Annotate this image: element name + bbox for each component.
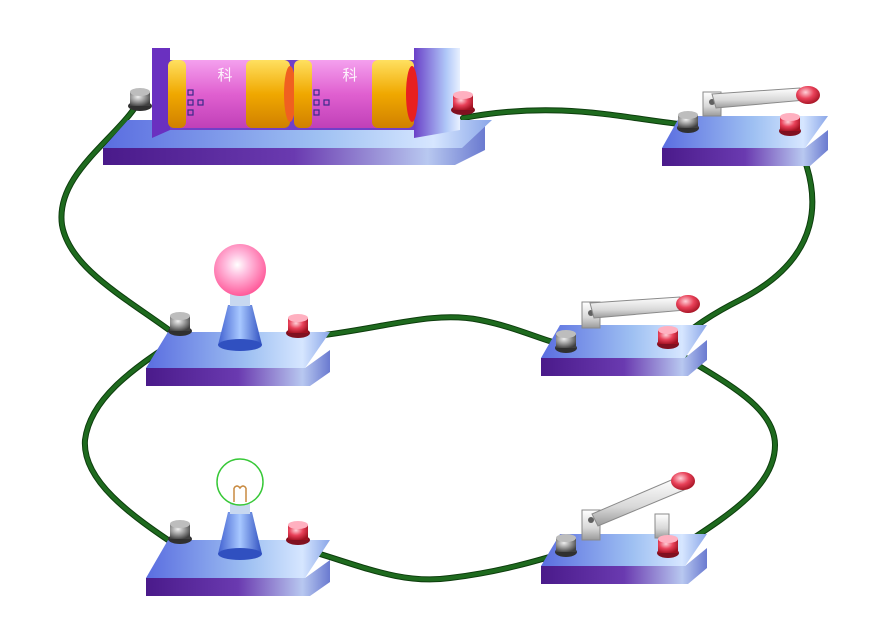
bulb-top-glass-lit (214, 244, 266, 296)
switch-top-blade[interactable] (711, 87, 807, 109)
bulb-top-right-terminal[interactable] (286, 314, 310, 338)
battery-negative-terminal[interactable] (128, 88, 152, 111)
bulb-top-socket (218, 292, 262, 351)
switch-bottom-right-terminal[interactable] (657, 535, 679, 558)
battery-cell-right-label: 科 (342, 66, 357, 84)
battery-cell-right: 科 (294, 60, 418, 128)
bulb-bottom-glass-unlit (216, 458, 264, 506)
cell-markings (313, 89, 330, 116)
switch-bottom-handle[interactable] (671, 472, 695, 490)
battery-cell-left-label: 科 (217, 66, 232, 84)
wires (58, 100, 816, 583)
battery-positive-terminal[interactable] (451, 91, 475, 115)
switch-middle-right-terminal[interactable] (657, 326, 679, 349)
battery[interactable]: 科 科 (103, 48, 492, 165)
switch-middle[interactable] (541, 295, 707, 376)
switch-middle-handle[interactable] (676, 295, 700, 313)
switch-middle-blade[interactable] (589, 296, 687, 319)
switch-bottom[interactable] (541, 472, 707, 584)
battery-base-side (103, 126, 485, 165)
battery-holder-left-wall (152, 48, 170, 138)
switch-top-handle[interactable] (796, 86, 820, 104)
bulb-top-left-terminal[interactable] (168, 312, 192, 336)
switch-bottom-contact-clip (654, 513, 670, 539)
cell-markings (187, 89, 204, 116)
switch-bottom-blade-open[interactable] (591, 477, 685, 527)
battery-holder-right-wall (414, 48, 460, 138)
bulb-bottom-socket (218, 500, 262, 560)
switch-top-left-terminal[interactable] (677, 111, 699, 133)
battery-cell-left: 科 (168, 60, 296, 128)
bulb-bottom-left-terminal[interactable] (168, 520, 192, 544)
bulb-top[interactable] (146, 244, 330, 386)
bulb-bottom-right-terminal[interactable] (286, 521, 310, 545)
switch-top[interactable] (662, 86, 828, 166)
switch-bottom-left-terminal[interactable] (555, 534, 577, 557)
bulb-bottom[interactable] (146, 458, 330, 596)
switch-middle-left-terminal[interactable] (555, 330, 577, 353)
switch-top-right-terminal[interactable] (779, 113, 801, 136)
